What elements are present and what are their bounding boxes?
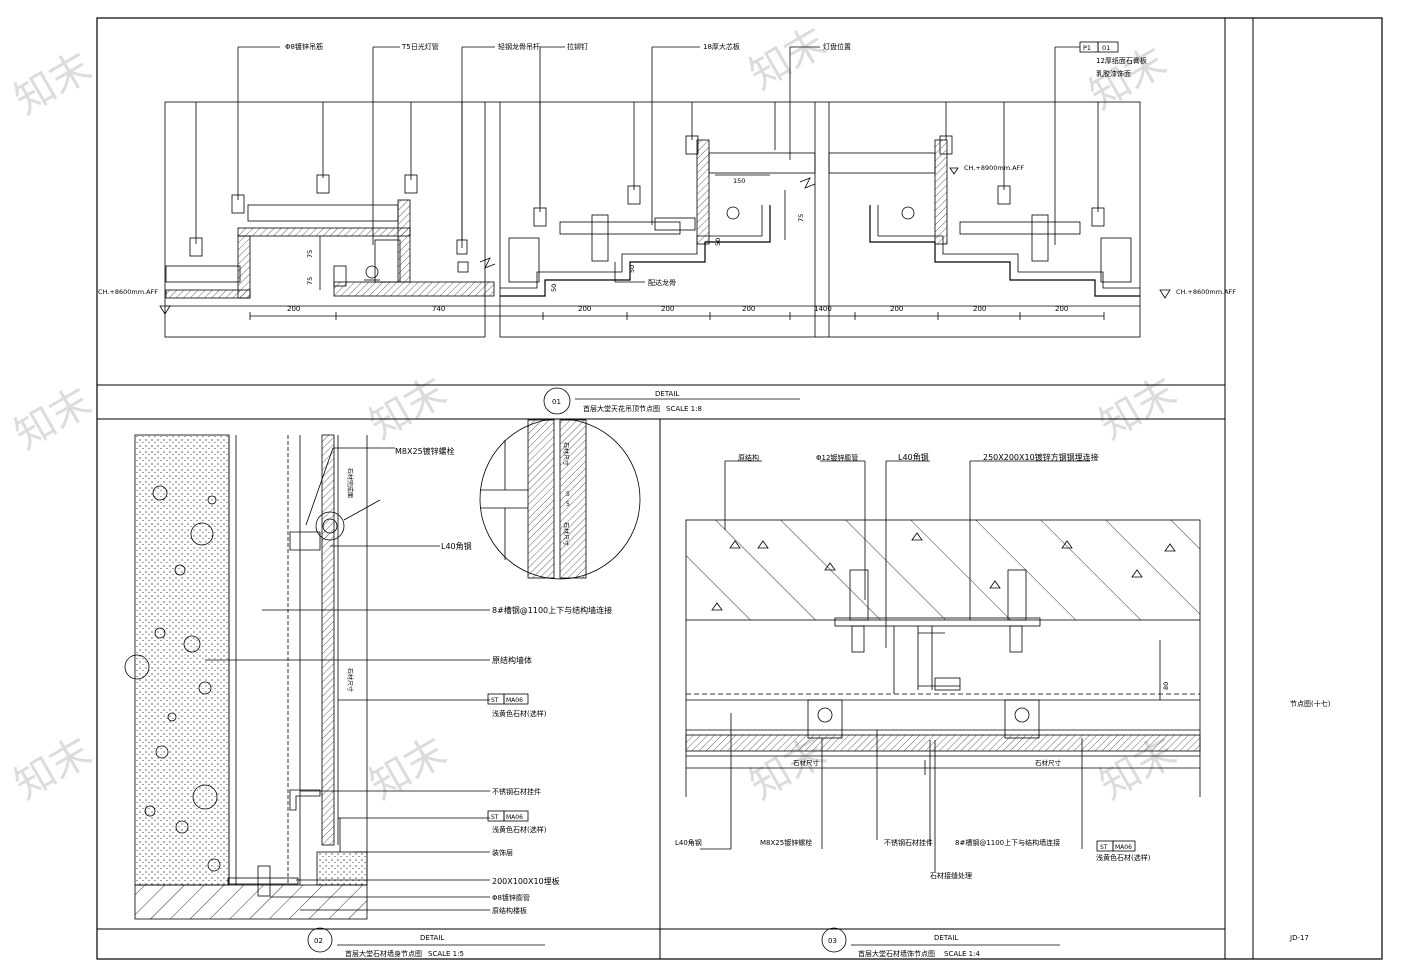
dim-200-a: 200 <box>287 305 300 313</box>
watermark: 知末 <box>742 19 834 99</box>
watermark: 知末 <box>7 379 99 459</box>
detail-01-number: 01 <box>552 398 561 406</box>
label-angle-steel: L40角钢 <box>441 541 472 551</box>
dim-50-c: 50 <box>628 265 636 273</box>
dim-80: 80 <box>1162 682 1170 690</box>
vert-label-size-1: 石材尺寸 <box>346 668 354 692</box>
tag-st2-number: MA06 <box>506 814 523 821</box>
label-hanger-bottom: 不锈钢石材挂件 <box>884 838 933 847</box>
dim-200-e: 200 <box>890 305 903 313</box>
detail-01-title: 01 DETAIL 首层大堂天花吊顶节点图 SCALE 1:8 <box>543 387 800 415</box>
callout-keel: 配达龙骨 <box>648 278 676 287</box>
label-embed-plate: 200X100X10埋板 <box>492 876 560 886</box>
vert-label-finish: 石材完成面 <box>346 468 354 498</box>
detail-02-title: 02 DETAIL 首层大堂石材墙身节点图 SCALE 1:5 <box>307 927 545 958</box>
dim-50-a: 50 <box>550 284 558 292</box>
label-channel-steel: 8#槽钢@1100上下与结构墙连接 <box>492 605 612 615</box>
label-decor-layer: 装饰层 <box>492 848 513 857</box>
callout-light-position: 灯盘位置 <box>823 42 851 51</box>
detail-03-scale: SCALE 1:4 <box>944 950 980 958</box>
dim-200-b: 200 <box>578 305 591 313</box>
sheet-number: JD-17 <box>1289 934 1309 942</box>
watermark: 知末 <box>1092 369 1184 449</box>
tag-p1-number: 01 <box>1102 44 1110 52</box>
watermark: 知末 <box>362 729 454 809</box>
label-expansion-pipe-12: Φ12镀锌膨管 <box>816 453 858 462</box>
label-stone-1: 浅黄色石材(选样) <box>492 709 547 718</box>
dim-75-b: 75 <box>306 277 314 285</box>
dim-200-g: 200 <box>1055 305 1068 313</box>
dim-50-b: 50 <box>714 238 722 246</box>
detail-01-scale: SCALE 1:8 <box>666 405 702 413</box>
tag-p1-code: P1 <box>1083 44 1091 52</box>
detail-02-scale: SCALE 1:5 <box>428 950 464 958</box>
level-right: CH.+8600mm.AFF <box>1176 288 1236 296</box>
callout-steel-keel: 轻钢龙骨吊杆 <box>498 42 540 51</box>
detail-02-word: DETAIL <box>420 934 444 942</box>
label-stone-hanger: 不锈钢石材挂件 <box>492 787 541 796</box>
detail-03-wall-plan <box>685 460 1201 872</box>
detail-03-name: 首层大堂石材墙饰节点图 <box>858 949 935 958</box>
detail-01-name: 首层大堂天花吊顶节点图 <box>583 404 660 413</box>
tag-st1-number: MA06 <box>506 697 523 704</box>
callout-blockboard: 18厚大芯板 <box>703 42 740 51</box>
label-expansion-pipe: Φ8镀锌膨管 <box>492 893 530 902</box>
watermark: 知末 <box>7 729 99 809</box>
dim-75-c: 75 <box>797 214 805 222</box>
sheet-frame <box>96 17 1383 960</box>
label-stone-3: 浅黄色石材(选样) <box>1096 853 1151 862</box>
label-l40: L40角钢 <box>898 452 929 462</box>
dim-stone-size-right: 石材尺寸 <box>1035 758 1062 767</box>
label-structure: 原结构 <box>738 453 759 462</box>
label-structure-wall: 原结构墙体 <box>492 655 532 665</box>
dim-75-a: 75 <box>306 250 314 258</box>
callout-rivet: 拉铆钉 <box>567 42 588 51</box>
label-channel-bottom: 8#槽钢@1100上下与结构墙连接 <box>955 838 1060 847</box>
dim-200-c: 200 <box>661 305 674 313</box>
dim-stone-size-left: 石材尺寸 <box>793 758 820 767</box>
dim-1400: 1400 <box>814 305 832 313</box>
detail-03-word: DETAIL <box>934 934 958 942</box>
watermark: 知末 <box>1082 39 1174 119</box>
level-left: CH.+8600mm.AFF <box>98 288 158 296</box>
level-middle: CH.+8900mm.AFF <box>964 164 1024 172</box>
detail-02-annotations: M8X25镀锌螺栓 L40角钢 8#槽钢@1100上下与结构墙连接 原结构墙体 … <box>346 442 612 915</box>
circle-label-gap-1: 5 <box>566 491 570 498</box>
callout-hanger-rod: Φ8镀锌吊筋 <box>285 42 323 51</box>
tag-st1-code: ST <box>491 697 499 704</box>
detail-02-number: 02 <box>314 937 323 945</box>
tag-st-number: MA06 <box>1115 844 1132 851</box>
watermark: 知末 <box>7 44 99 124</box>
dim-150: 150 <box>733 177 745 185</box>
detail-01-annotations: Φ8镀锌吊筋 T5日光灯管 轻钢龙骨吊杆 拉铆钉 18厚大芯板 灯盘位置 P1 … <box>98 42 1236 313</box>
label-m8-bolt: M8X25镀锌螺栓 <box>395 446 455 456</box>
circle-label-gap-2: 5 <box>566 501 570 508</box>
detail-03-number: 03 <box>828 937 837 945</box>
detail-01-word: DETAIL <box>655 390 679 398</box>
watermark: 知末 <box>362 369 454 449</box>
dim-200-f: 200 <box>973 305 986 313</box>
callout-latex-paint: 乳胶漆饰面 <box>1096 69 1131 78</box>
detail-01-ceiling-section <box>159 41 1171 338</box>
tag-st-code: ST <box>1100 844 1108 851</box>
label-joint: 石材接缝处理 <box>930 871 972 880</box>
detail-03-annotations: 原结构 Φ12镀锌膨管 L40角钢 250X200X10镀锌方钢钢埋连接 L40… <box>675 452 1170 880</box>
callout-t5-lamp: T5日光灯管 <box>401 42 439 51</box>
detail-02-wall-section <box>124 418 641 920</box>
circle-label-size-top: 石材尺寸 <box>562 442 570 466</box>
label-m8-bottom: M8X25镀锌螺栓 <box>760 838 812 847</box>
label-floor-slab: 原结构楼板 <box>492 906 527 915</box>
dim-200-d: 200 <box>742 305 755 313</box>
tag-st2-code: ST <box>491 814 499 821</box>
sheet-title: 节点图(十七) <box>1290 699 1331 708</box>
label-l40-bottom: L40角钢 <box>675 838 702 847</box>
detail-02-name: 首层大堂石材墙身节点图 <box>345 949 422 958</box>
detail-03-title: 03 DETAIL 首层大堂石材墙饰节点图 SCALE 1:4 <box>821 927 1060 958</box>
label-square-steel: 250X200X10镀锌方钢钢埋连接 <box>983 452 1099 462</box>
callout-gypsum-board: 12厚纸面石膏板 <box>1096 56 1147 65</box>
label-stone-2: 浅黄色石材(选样) <box>492 825 547 834</box>
circle-label-size-bottom: 石材尺寸 <box>562 522 570 546</box>
dim-740: 740 <box>432 305 445 313</box>
